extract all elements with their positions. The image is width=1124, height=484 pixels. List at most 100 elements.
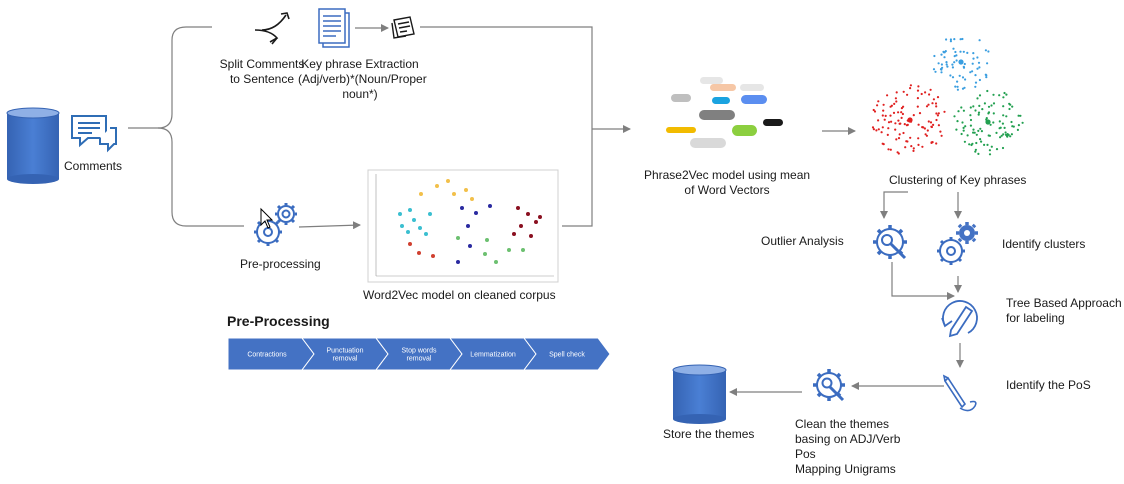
cluster-point bbox=[972, 131, 975, 134]
cluster-point bbox=[884, 114, 887, 117]
cluster-point bbox=[969, 118, 973, 122]
cluster-point bbox=[956, 80, 959, 83]
cluster-point bbox=[889, 114, 892, 117]
cluster-point bbox=[945, 63, 948, 66]
scatter-point bbox=[488, 204, 492, 208]
cluster-point bbox=[894, 128, 897, 131]
cluster-point bbox=[930, 141, 933, 144]
cluster-point bbox=[940, 53, 943, 56]
step-label: Contractions bbox=[247, 352, 287, 359]
cluster-point bbox=[940, 68, 943, 71]
cluster-point bbox=[877, 119, 880, 122]
cluster-point bbox=[953, 38, 956, 41]
cluster-point bbox=[986, 89, 989, 93]
cluster-point bbox=[935, 142, 938, 145]
cluster-point bbox=[1019, 114, 1022, 117]
cluster-point bbox=[949, 74, 952, 77]
cluster-point bbox=[976, 56, 979, 59]
cluster-point bbox=[977, 61, 981, 64]
cluster-point bbox=[990, 104, 993, 107]
scatter-point bbox=[408, 242, 412, 246]
phrase2vec-label-line: Phrase2Vec model using mean bbox=[643, 168, 811, 182]
cluster-point bbox=[1001, 122, 1005, 125]
cluster-point bbox=[964, 78, 967, 81]
cluster-centroid bbox=[985, 119, 991, 125]
scatter-point bbox=[408, 208, 412, 212]
cluster-point bbox=[974, 85, 977, 88]
cluster-point bbox=[939, 130, 942, 133]
cluster-point bbox=[916, 105, 919, 108]
cluster-point bbox=[905, 124, 909, 127]
cluster-point bbox=[882, 143, 885, 146]
cluster-point bbox=[928, 93, 931, 96]
cluster-point bbox=[912, 114, 915, 117]
cluster-point bbox=[890, 104, 894, 107]
step-label: removal bbox=[407, 356, 432, 363]
scatter-point bbox=[485, 238, 489, 242]
cluster-centroid bbox=[958, 59, 964, 65]
cluster-point bbox=[893, 102, 896, 105]
cluster-point bbox=[925, 105, 929, 108]
cluster-point bbox=[927, 103, 930, 106]
cluster-point bbox=[963, 86, 966, 89]
clean-themes-gear-icon bbox=[813, 369, 845, 402]
cluster-point bbox=[953, 61, 956, 64]
cluster-point bbox=[992, 121, 995, 124]
scatter-point bbox=[529, 234, 533, 238]
scatter-point bbox=[468, 244, 472, 248]
split-label-line: Split Comments bbox=[219, 57, 305, 71]
cluster-point bbox=[951, 76, 955, 79]
cluster-point bbox=[975, 141, 978, 145]
cluster-point bbox=[987, 105, 991, 108]
cluster-point bbox=[974, 74, 977, 77]
cluster-point bbox=[930, 125, 933, 128]
cluster-point bbox=[900, 111, 903, 114]
cluster-point bbox=[976, 97, 979, 100]
cluster-point bbox=[917, 143, 920, 146]
cluster-point bbox=[978, 66, 981, 69]
scatter-point bbox=[483, 252, 487, 256]
cluster-point bbox=[901, 112, 905, 116]
cluster-point bbox=[975, 133, 978, 136]
cluster-point bbox=[871, 126, 875, 129]
scatter-point bbox=[470, 197, 474, 201]
cluster-point bbox=[1000, 134, 1003, 137]
cluster-point bbox=[992, 112, 995, 115]
preprocessing-label: Pre-processing bbox=[240, 257, 321, 271]
cluster-point bbox=[956, 120, 959, 123]
cluster-point bbox=[966, 51, 969, 55]
cluster-point bbox=[995, 148, 999, 151]
cluster-point bbox=[945, 38, 948, 41]
cluster-point bbox=[903, 123, 906, 126]
cluster-point bbox=[890, 120, 893, 123]
cluster-point bbox=[983, 143, 986, 146]
cluster-point bbox=[953, 115, 956, 118]
cursor-icon bbox=[260, 207, 274, 229]
cluster-point bbox=[1002, 96, 1005, 99]
cluster-point bbox=[969, 114, 972, 117]
cluster-point bbox=[971, 70, 974, 73]
cluster-point bbox=[972, 57, 975, 60]
cluster-point bbox=[953, 55, 956, 58]
cluster-point bbox=[989, 123, 992, 126]
split-arrow-icon bbox=[254, 12, 290, 45]
step-label: Lemmatization bbox=[470, 352, 516, 359]
cluster-scatter-graphic bbox=[871, 37, 1024, 156]
scatter-point bbox=[519, 224, 523, 228]
cluster-point bbox=[972, 52, 975, 55]
cluster-point bbox=[1005, 93, 1008, 96]
cluster-point bbox=[940, 63, 944, 66]
preprocessing-title: Pre-Processing bbox=[227, 313, 330, 329]
scatter-point bbox=[446, 179, 450, 183]
scatter-point bbox=[464, 188, 468, 192]
cluster-point bbox=[942, 50, 945, 53]
cluster-point bbox=[979, 138, 982, 141]
cluster-point bbox=[882, 103, 885, 106]
cluster-point bbox=[954, 50, 957, 54]
cluster-point bbox=[971, 62, 974, 65]
phrase2vec-label-line: of Word Vectors bbox=[684, 183, 770, 197]
cluster-point bbox=[910, 145, 913, 148]
cluster-point bbox=[963, 62, 966, 66]
step-label: Punctuation bbox=[327, 348, 364, 355]
